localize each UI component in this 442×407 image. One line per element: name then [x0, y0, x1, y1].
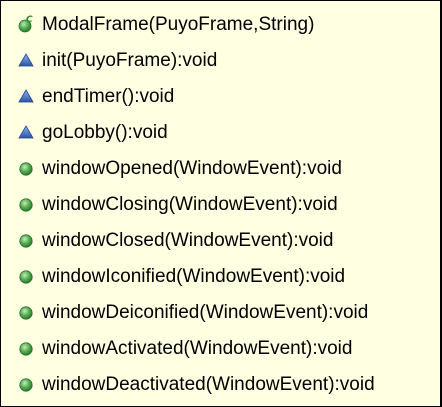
public-method-icon: [16, 338, 36, 358]
public-method-icon: [16, 194, 36, 214]
list-item[interactable]: windowClosing(WindowEvent):void: [1, 186, 440, 222]
list-item[interactable]: windowActivated(WindowEvent):void: [1, 330, 440, 366]
member-label: windowClosing(WindowEvent):void: [42, 193, 338, 215]
public-method-icon: [16, 266, 36, 286]
member-label: goLobby():void: [42, 121, 168, 143]
protected-method-icon: [16, 122, 36, 142]
member-label: windowActivated(WindowEvent):void: [42, 337, 353, 359]
list-item[interactable]: windowClosed(WindowEvent):void: [1, 222, 440, 258]
member-label: windowOpened(WindowEvent):void: [42, 157, 342, 179]
member-label: windowDeiconified(WindowEvent):void: [42, 301, 369, 323]
list-item[interactable]: endTimer():void: [1, 78, 440, 114]
public-method-icon: [16, 158, 36, 178]
svg-text:C: C: [26, 15, 33, 25]
public-method-icon: [16, 302, 36, 322]
member-label: windowIconified(WindowEvent):void: [42, 265, 346, 287]
list-item[interactable]: goLobby():void: [1, 114, 440, 150]
member-label: init(PuyoFrame):void: [42, 49, 218, 71]
public-method-icon: [16, 230, 36, 250]
list-item[interactable]: windowIconified(WindowEvent):void: [1, 258, 440, 294]
member-list: C ModalFrame(PuyoFrame,String) init(Puyo: [1, 6, 440, 402]
member-label: windowDeactivated(WindowEvent):void: [42, 373, 375, 395]
member-label: windowClosed(WindowEvent):void: [42, 229, 334, 251]
protected-method-icon: [16, 86, 36, 106]
list-item[interactable]: C ModalFrame(PuyoFrame,String): [1, 6, 440, 42]
public-method-icon: [16, 374, 36, 394]
list-item[interactable]: windowDeiconified(WindowEvent):void: [1, 294, 440, 330]
member-label: endTimer():void: [42, 85, 175, 107]
list-item[interactable]: windowDeactivated(WindowEvent):void: [1, 366, 440, 402]
protected-method-icon: [16, 50, 36, 70]
constructor-icon: C: [16, 14, 36, 34]
list-item[interactable]: windowOpened(WindowEvent):void: [1, 150, 440, 186]
list-item[interactable]: init(PuyoFrame):void: [1, 42, 440, 78]
member-label: ModalFrame(PuyoFrame,String): [42, 13, 315, 35]
